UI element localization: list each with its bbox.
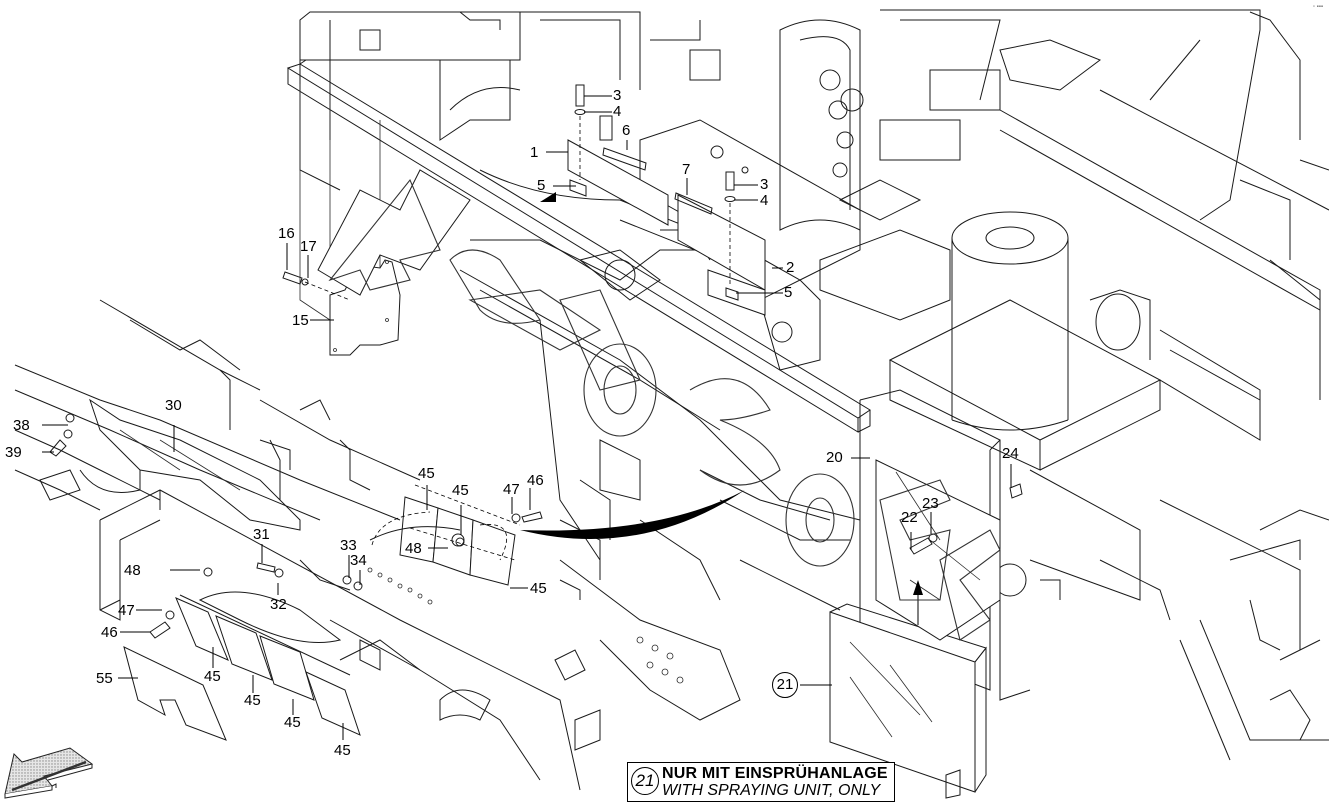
front-direction-arrow-icon xyxy=(4,747,94,799)
callout-part-45: 45 xyxy=(204,668,221,685)
callout-part-39: 39 xyxy=(5,444,22,461)
callout-part-45: 45 xyxy=(284,714,301,731)
note-text-german: NUR MIT EINSPRÜHANLAGE xyxy=(662,765,888,782)
spraying-unit-note: 21 NUR MIT EINSPRÜHANLAGE WITH SPRAYING … xyxy=(627,762,895,802)
callout-part-7: 7 xyxy=(682,161,691,178)
callout-part-22: 22 xyxy=(901,509,918,526)
callout-part-1: 1 xyxy=(530,144,539,161)
callout-part-48: 48 xyxy=(124,562,141,579)
callout-part-38: 38 xyxy=(13,417,30,434)
callout-part-4: 4 xyxy=(613,103,622,120)
leader-lines xyxy=(42,95,1012,740)
callout-part-46: 46 xyxy=(527,472,544,489)
callout-part-30: 30 xyxy=(165,397,182,414)
machine-frame xyxy=(14,9,1329,799)
callout-part-15: 15 xyxy=(292,312,309,329)
callout-part-5: 5 xyxy=(784,284,793,301)
callout-part-32: 32 xyxy=(270,596,287,613)
callout-part-17: 17 xyxy=(300,238,317,255)
callout-part-20: 20 xyxy=(826,449,843,466)
callout-part-24: 24 xyxy=(1002,445,1019,462)
callout-part-45: 45 xyxy=(418,465,435,482)
watermark xyxy=(328,178,1001,641)
callout-part-3: 3 xyxy=(760,176,769,193)
corner-mark: ▫ ▪▪▪ xyxy=(1312,4,1323,10)
callout-part-45: 45 xyxy=(244,692,261,709)
note-text-english: WITH SPRAYING UNIT, ONLY xyxy=(662,782,881,799)
callout-part-3: 3 xyxy=(613,87,622,104)
callout-part-2: 2 xyxy=(786,259,795,276)
callout-part-23: 23 xyxy=(922,495,939,512)
callout-part-48: 48 xyxy=(405,540,422,557)
callout-part-31: 31 xyxy=(253,526,270,543)
callout-part-16: 16 xyxy=(278,225,295,242)
callout-part-21: 21 xyxy=(772,672,798,698)
callout-part-45: 45 xyxy=(530,580,547,597)
callout-part-55: 55 xyxy=(96,670,113,687)
callout-part-45: 45 xyxy=(334,742,351,759)
callout-part-5: 5 xyxy=(537,177,546,194)
callout-part-33: 33 xyxy=(340,537,357,554)
assembly-direction-arrow xyxy=(520,490,745,539)
note-reference-number: 21 xyxy=(631,767,659,795)
callout-part-34: 34 xyxy=(350,552,367,569)
callout-part-45: 45 xyxy=(452,482,469,499)
callout-part-4: 4 xyxy=(760,192,769,209)
callout-part-46: 46 xyxy=(101,624,118,641)
callout-part-47: 47 xyxy=(118,602,135,619)
callout-part-6: 6 xyxy=(622,122,631,139)
callout-part-47: 47 xyxy=(503,481,520,498)
